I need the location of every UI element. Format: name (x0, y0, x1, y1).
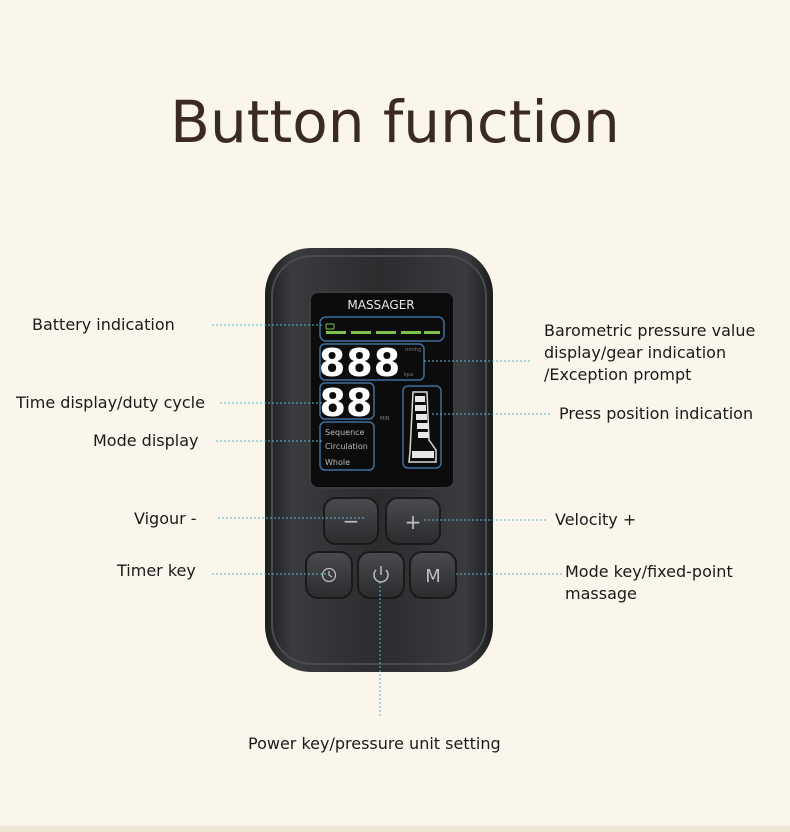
mode-button-label: M (425, 566, 441, 587)
mode-whole: Whole (325, 458, 350, 467)
power-icon (373, 569, 389, 583)
bottom-divider (0, 826, 790, 832)
battery-indicator (319, 316, 445, 342)
callout-time: Time display/duty cycle (16, 393, 205, 412)
power-button[interactable] (357, 551, 405, 599)
callout-press-position: Press position indication (559, 404, 754, 423)
callout-pressure-line3: /Exception prompt (544, 365, 692, 384)
pressure-unit-kpa: kpa (404, 372, 413, 378)
mode-sequence: Sequence (325, 428, 365, 437)
callout-pressure-line2: display/gear indication (544, 343, 727, 362)
press-position-indicator (402, 385, 442, 469)
callout-timer: Timer key (117, 561, 196, 580)
page-title: Button function (170, 88, 620, 156)
callout-power: Power key/pressure unit setting (248, 734, 501, 753)
callout-vigour: Vigour - (134, 509, 197, 528)
clock-icon (321, 567, 337, 583)
leader-lines (212, 324, 562, 718)
brand-label: MASSAGER (347, 298, 414, 312)
pressure-digits: 888 (319, 341, 401, 385)
callout-mode-display: Mode display (93, 431, 199, 450)
callout-mode-key-line1: Mode key/fixed-point (565, 562, 733, 581)
mode-circulation: Circulation (325, 442, 368, 451)
mode-button[interactable] (409, 551, 457, 599)
plus-button[interactable] (385, 497, 441, 545)
pressure-unit-mmhg: mmhg (405, 347, 421, 353)
pressure-display (319, 343, 425, 381)
minus-button[interactable] (323, 497, 379, 545)
callout-pressure-line1: Barometric pressure value (544, 321, 756, 340)
plus-button-label: + (405, 510, 422, 534)
timer-button[interactable] (305, 551, 353, 599)
callout-battery: Battery indication (32, 315, 175, 334)
time-unit: MIN (380, 416, 390, 422)
mode-display (319, 421, 375, 471)
callout-mode-key-line2: massage (565, 584, 637, 603)
minus-button-label: − (343, 509, 360, 533)
callout-velocity: Velocity + (555, 510, 637, 529)
time-digits: 88 (320, 381, 373, 425)
time-display (319, 382, 375, 420)
